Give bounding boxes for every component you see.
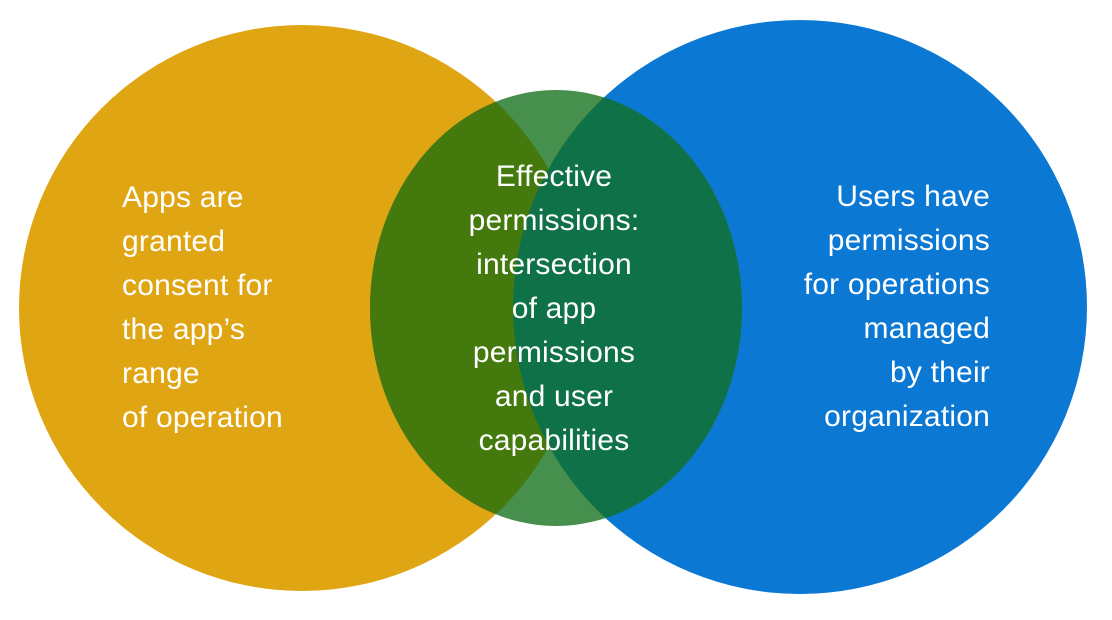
effective-permissions-label-line: intersection <box>476 248 632 281</box>
effective-permissions-label-line: permissions: <box>468 204 640 237</box>
effective-permissions-label-line: and user <box>494 380 614 413</box>
user-circle-label-line: Users have <box>836 180 990 213</box>
app-circle-label-line: range <box>122 357 200 390</box>
effective-permissions-label: Effective permissions: intersection of a… <box>404 155 704 463</box>
user-effective-overlap-region <box>513 90 742 526</box>
effective-permissions-label-line: capabilities <box>478 424 630 457</box>
app-circle-label-line: of operation <box>122 401 283 434</box>
user-circle-label-line: permissions <box>827 224 990 257</box>
app-circle-label-line: granted <box>122 225 226 258</box>
user-circle-label-line: for operations <box>803 268 990 301</box>
effective-permissions-label-line: Effective <box>495 160 613 193</box>
app-circle-label-line: the app’s <box>122 313 246 346</box>
app-circle-label-line: consent for <box>122 269 273 302</box>
user-circle-label: Users have permissions for operations ma… <box>670 175 990 439</box>
effective-permissions-label-line: of app <box>511 292 597 325</box>
effective-permissions-label-line: permissions <box>472 336 636 369</box>
user-circle-label-line: organization <box>824 400 990 433</box>
app-circle-label: Apps are granted consent for the app’s r… <box>122 176 412 440</box>
user-circle-label-line: by their <box>890 356 990 389</box>
user-circle-label-line: managed <box>863 312 990 345</box>
app-circle-label-line: Apps are <box>122 181 244 214</box>
